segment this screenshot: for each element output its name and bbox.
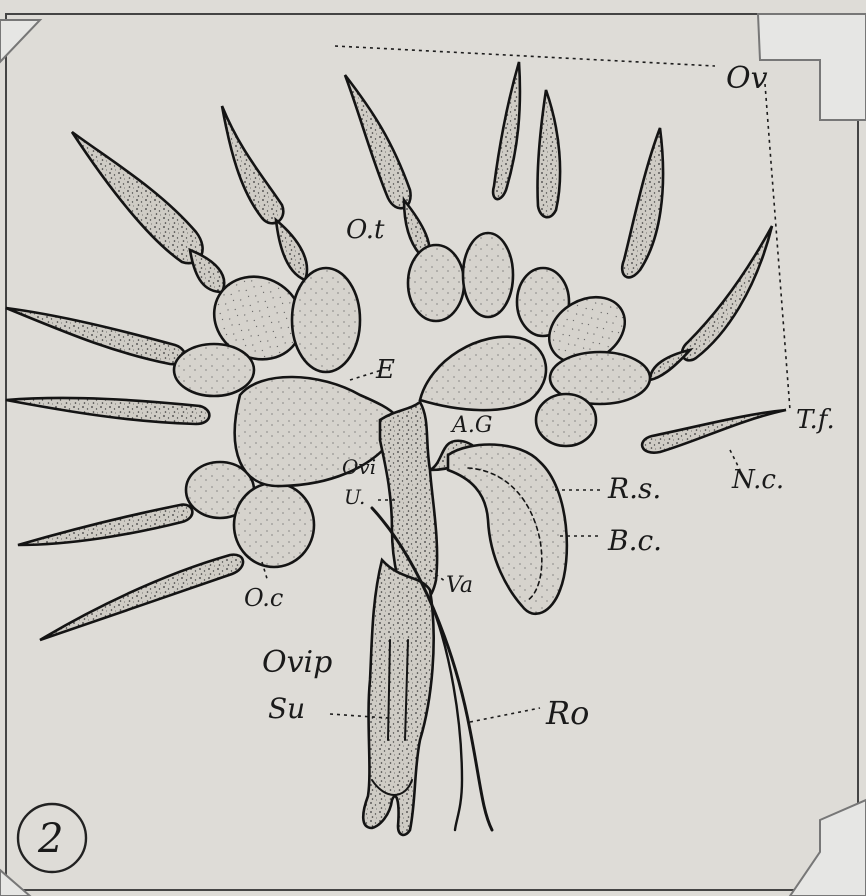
figure-number: 2 [37, 816, 63, 862]
label-u: U. [344, 485, 365, 509]
label-rs: R.s. [607, 472, 661, 505]
label-bc: B.c. [607, 524, 662, 557]
label-ovip: Ovip [262, 645, 332, 680]
label-ot: O.t [346, 215, 385, 245]
label-nc: N.c. [731, 465, 784, 495]
label-va: Va [446, 573, 473, 598]
label-ro: Ro [545, 694, 589, 732]
label-oc: O.c [244, 584, 283, 612]
label-su: Su [268, 692, 305, 725]
label-ovi: Ovi [342, 455, 376, 479]
label-tf: T.f. [796, 405, 835, 435]
label-ag: A.G [450, 413, 492, 438]
label-e: E [375, 355, 395, 385]
label-ov: Ov [726, 61, 768, 96]
